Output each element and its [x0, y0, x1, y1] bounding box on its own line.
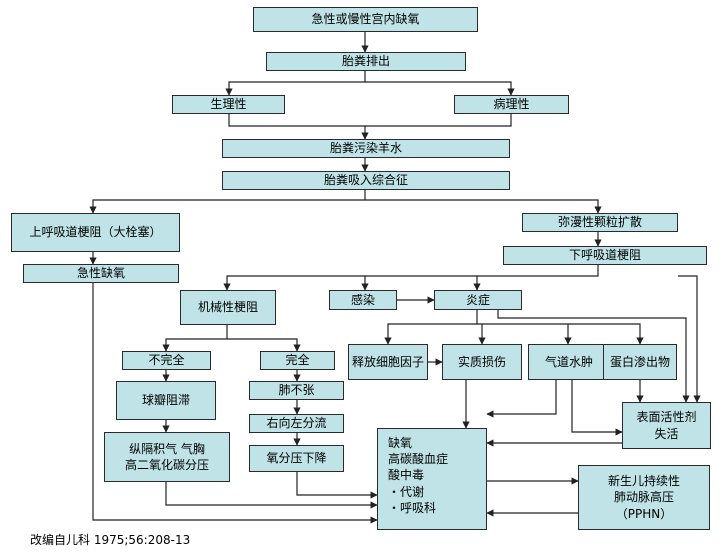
node-label: 胎粪污染羊水	[329, 141, 402, 156]
connector-arrow	[571, 380, 623, 436]
node-label: 蛋白渗出物	[609, 354, 670, 369]
node-air-leak-hypercapnia: 纵隔积气 气胸 高二氧化碳分压	[104, 432, 230, 482]
node-label: 表面活性剂 失活	[636, 410, 697, 441]
node-label: 气道水肿	[544, 354, 593, 369]
node-complete: 完全	[260, 351, 335, 370]
node-label: 胎粪吸入综合征	[323, 173, 408, 188]
node-meconium-passage: 胎粪排出	[266, 52, 466, 71]
node-label: 急性或慢性宫内缺氧	[311, 12, 420, 27]
node-label: 上呼吸道梗阻（大栓塞）	[29, 225, 162, 240]
node-airway-edema: 气道水肿	[528, 344, 610, 380]
node-label: 右向左分流	[266, 416, 327, 431]
node-label: 球瓣阻滞	[141, 393, 190, 408]
node-right-left-shunt: 右向左分流	[249, 414, 344, 433]
node-protein-exudate: 蛋白渗出物	[603, 344, 677, 380]
node-pathological: 病理性	[454, 95, 569, 114]
node-meconium-stained-fluid: 胎粪污染羊水	[222, 139, 510, 158]
node-po2-drop: 氧分压下降	[249, 445, 344, 472]
node-label: 纵隔积气 气胸 高二氧化碳分压	[124, 441, 209, 472]
node-label: 弥漫性颗粒扩散	[557, 215, 642, 230]
connector-arrow	[482, 323, 572, 345]
node-label: 病理性	[493, 97, 530, 112]
node-label: 氧分压下降	[266, 451, 327, 466]
node-parenchymal-injury: 实质损伤	[442, 344, 522, 380]
node-surfactant-inactivation: 表面活性剂 失活	[622, 402, 711, 449]
node-cytokine-release: 释放细胞因子	[348, 344, 428, 380]
node-hypoxia-hypercapnia-acidosis: 缺氧 高碳酸血症 酸中毒 ・代谢 ・呼吸科	[377, 428, 487, 530]
node-label: 不完全	[148, 353, 185, 368]
connector-arrow	[296, 472, 378, 499]
connector-arrow	[162, 325, 228, 352]
node-ball-valve: 球瓣阻滞	[116, 381, 216, 420]
node-label: 炎症	[465, 292, 490, 307]
connector-arrow	[165, 482, 378, 509]
node-label: 缺氧 高碳酸血症 酸中毒 ・代谢 ・呼吸科	[388, 436, 449, 515]
node-mechanical-obstruction: 机械性梗阻	[180, 290, 276, 325]
node-infection: 感染	[329, 290, 397, 310]
connector-arrow	[477, 323, 486, 345]
connector-arrow	[365, 81, 515, 96]
node-upper-airway-obstruction: 上呼吸道梗阻（大栓塞）	[11, 213, 180, 252]
connector-arrow	[92, 283, 378, 524]
connector-arrow	[568, 323, 644, 345]
node-label: 机械性梗阻	[197, 300, 258, 315]
node-diffuse-particle-spread: 弥漫性颗粒扩散	[522, 213, 678, 232]
node-atelectasis: 肺不张	[249, 381, 344, 400]
node-incomplete: 不完全	[122, 351, 211, 370]
node-label: 急性缺氧	[76, 266, 125, 281]
node-label: 完全	[285, 353, 310, 368]
node-mas: 胎粪吸入综合征	[222, 171, 510, 190]
node-label: 新生儿持续性 肺动脉高压 （PPHN）	[607, 474, 680, 521]
connector-arrow	[228, 114, 512, 127]
connector-arrow	[89, 190, 366, 214]
connector-arrow	[365, 199, 602, 214]
connector-arrow	[223, 265, 599, 291]
node-physiological: 生理性	[172, 95, 285, 114]
node-label: 下呼吸道梗阻	[568, 248, 641, 263]
connector-arrow	[486, 380, 557, 418]
source-caption: 改编自儿科 1975;56:208-13	[30, 533, 191, 547]
connector-arrow	[384, 310, 478, 345]
connector-arrow	[497, 310, 690, 403]
node-label: 生理性	[210, 97, 247, 112]
connector-arrow	[225, 71, 366, 96]
connector-arrow	[227, 338, 301, 352]
node-lower-airway-obstruction: 下呼吸道梗阻	[503, 246, 707, 265]
node-label: 感染	[350, 292, 375, 307]
node-inflammation: 炎症	[434, 290, 522, 310]
node-label: 实质损伤	[457, 354, 506, 369]
connector-arrow	[678, 275, 701, 403]
node-label: 胎粪排出	[341, 54, 390, 69]
node-pphn: 新生儿持续性 肺动脉高压 （PPHN）	[578, 465, 710, 530]
node-intrauterine-hypoxia: 急性或慢性宫内缺氧	[253, 7, 478, 32]
node-acute-hypoxia: 急性缺氧	[23, 264, 179, 283]
node-label: 释放细胞因子	[351, 354, 424, 369]
node-label: 肺不张	[278, 383, 315, 398]
